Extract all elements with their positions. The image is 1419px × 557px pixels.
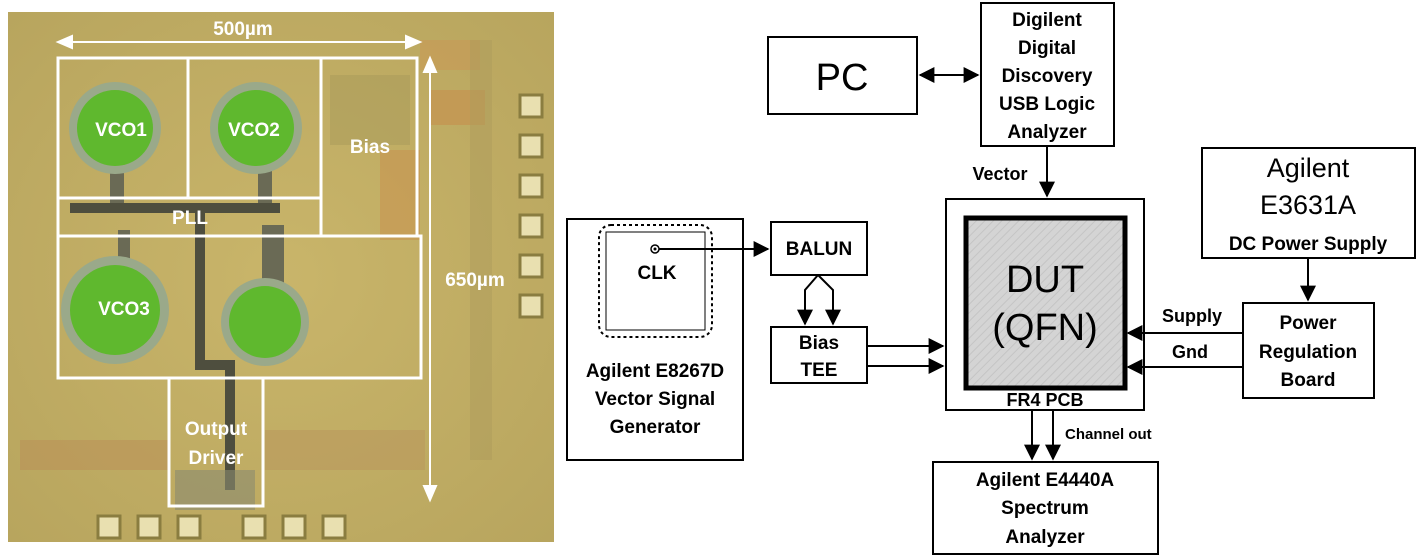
- bias-label: Bias: [350, 137, 390, 158]
- spectrum-analyzer-line2: Spectrum: [1001, 498, 1089, 519]
- gnd-label: Gnd: [1172, 342, 1208, 362]
- supply-label: Supply: [1162, 306, 1222, 326]
- bias-tee-line1: Bias: [799, 333, 839, 354]
- vco3-label: VCO3: [98, 299, 150, 320]
- channel-out-label: Channel out: [1065, 426, 1152, 443]
- clk-port-inner-box: [605, 231, 706, 331]
- power-regulation-line3: Board: [1281, 370, 1336, 391]
- output-driver-label-line1: Output: [185, 419, 248, 440]
- logic-analyzer-line2: Digital: [1018, 38, 1076, 59]
- pcb-label: FR4 PCB: [1006, 390, 1083, 410]
- power-regulation-line2: Regulation: [1259, 342, 1357, 363]
- power-supply-line1: Agilent: [1267, 153, 1350, 183]
- logic-analyzer-line1: Digilent: [1012, 10, 1082, 31]
- vco1-label: VCO1: [95, 120, 147, 141]
- signal-generator-line2: Vector Signal: [595, 389, 715, 410]
- balun-box: [770, 221, 868, 276]
- dut-box: [963, 215, 1128, 391]
- logic-analyzer-line5: Analyzer: [1007, 122, 1087, 143]
- logic-analyzer-line4: USB Logic: [999, 94, 1095, 115]
- bias-tee-box: [770, 326, 868, 384]
- output-driver-block: [167, 376, 265, 508]
- logic-analyzer-line3: Discovery: [1002, 66, 1093, 87]
- spectrum-analyzer-line1: Agilent E4440A: [976, 470, 1115, 491]
- bias-tee-line2: TEE: [801, 360, 838, 381]
- clk-label: CLK: [637, 263, 676, 284]
- pc-box: [767, 36, 918, 115]
- right-pads: [518, 93, 544, 319]
- signal-generator-box: [566, 218, 744, 461]
- pc-label: PC: [816, 57, 869, 99]
- balun-to-bias-tee-arrow-right: [817, 274, 841, 326]
- bottom-pads: [96, 514, 347, 540]
- balun-label: BALUN: [786, 239, 853, 260]
- power-supply-line2: E3631A: [1260, 190, 1356, 220]
- dut-line1: DUT: [1006, 259, 1084, 301]
- clk-port-dotted-box: [598, 224, 713, 338]
- die-photo: 500µm 650µm VCO1 VCO2 Bias PLL VCO3 Outp…: [8, 12, 554, 542]
- dut-line2: (QFN): [992, 307, 1098, 349]
- power-supply-box: [1201, 147, 1416, 259]
- logic-analyzer-box: [980, 2, 1115, 147]
- vector-label: Vector: [972, 164, 1027, 184]
- signal-generator-line1: Agilent E8267D: [586, 361, 724, 382]
- width-label: 500µm: [213, 19, 273, 40]
- block-diagram: PC Digilent Digital Discovery USB Logic …: [566, 2, 1416, 555]
- signal-generator-line3: Generator: [610, 417, 701, 438]
- power-regulation-box: [1242, 302, 1375, 399]
- vco2-label: VCO2: [228, 120, 280, 141]
- spectrum-analyzer-box: [932, 461, 1159, 555]
- output-driver-label-line2: Driver: [189, 448, 245, 469]
- pll-label: PLL: [172, 208, 208, 229]
- balun-to-bias-tee-arrow-left: [797, 274, 819, 326]
- height-label: 650µm: [445, 270, 505, 291]
- spectrum-analyzer-line3: Analyzer: [1005, 527, 1085, 548]
- power-regulation-line1: Power: [1279, 313, 1337, 334]
- power-supply-line3: DC Power Supply: [1229, 234, 1388, 255]
